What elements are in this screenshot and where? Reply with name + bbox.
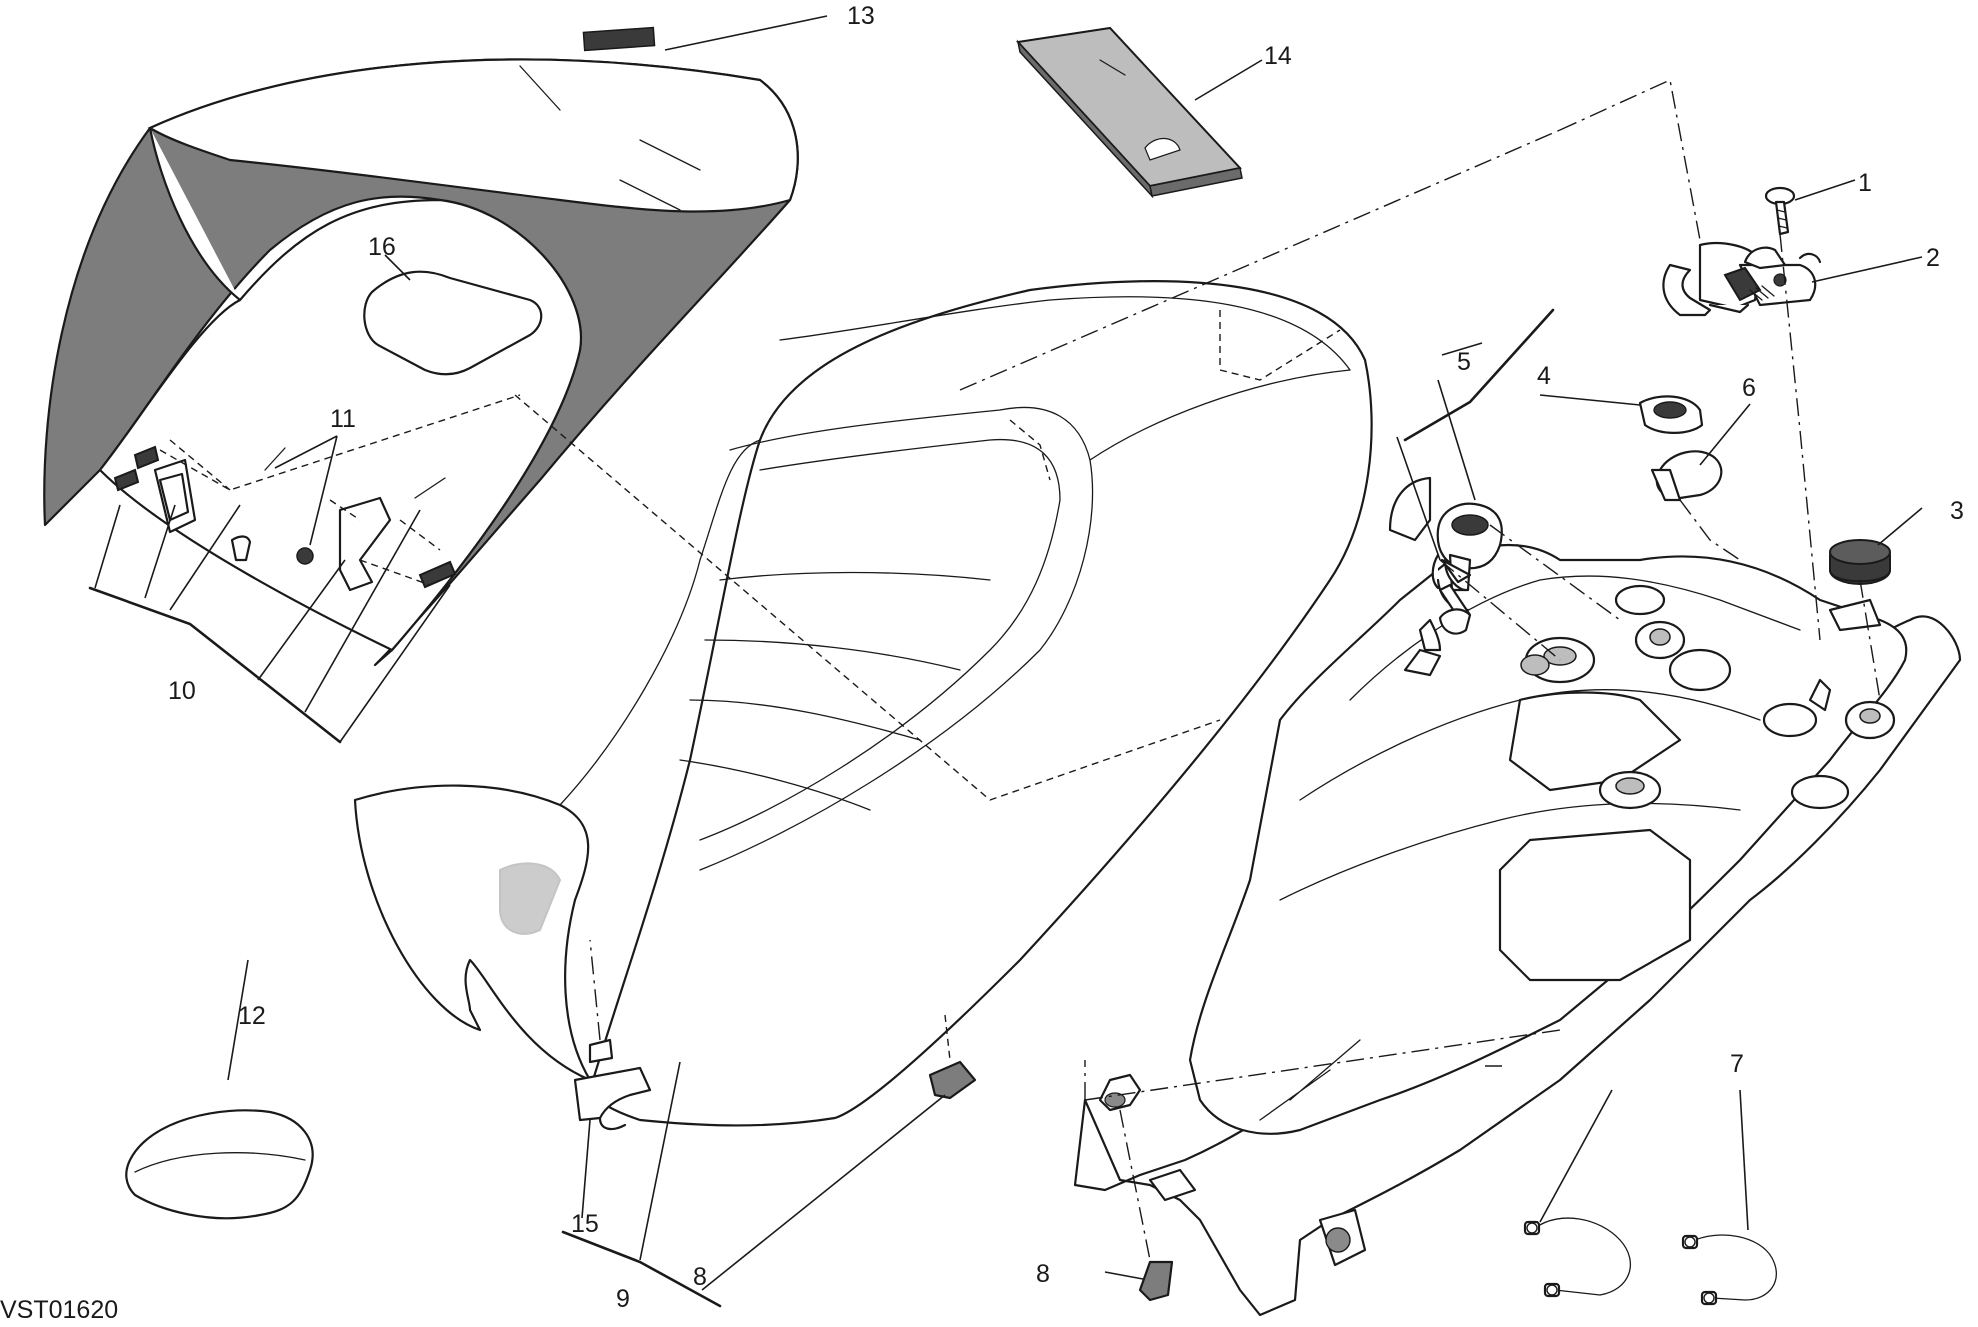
callout-12: 12	[238, 1002, 266, 1030]
drawing-code: VST01620	[0, 1296, 118, 1322]
callout-14: 14	[1264, 42, 1292, 70]
clip-15	[573, 1038, 652, 1131]
leader-lines	[88, 15, 1923, 1308]
rider-seat-9	[353, 280, 1373, 1127]
callout-3: 3	[1950, 497, 1964, 525]
callout-13: 13	[847, 2, 875, 30]
callout-15: 15	[571, 1210, 599, 1238]
callout-2: 2	[1926, 244, 1940, 272]
callout-6: 6	[1742, 374, 1756, 402]
owners-manual-14	[1015, 26, 1243, 199]
assembly-lines	[159, 78, 1881, 1261]
callout-8-upper: 8	[693, 1263, 707, 1291]
callout-5: 5	[1457, 348, 1471, 376]
callout-11: 11	[330, 405, 356, 433]
grommet-3	[1829, 539, 1891, 585]
callout-9: 9	[616, 1285, 630, 1313]
callout-1: 1	[1858, 169, 1872, 197]
seat-cover-13	[43, 26, 799, 667]
callout-4: 4	[1537, 362, 1551, 390]
pad-12	[125, 1109, 314, 1220]
bolt-1	[1764, 186, 1796, 236]
latch-2	[1662, 242, 1822, 317]
rubber-pad-8-upper	[928, 1060, 977, 1100]
callout-7: 7	[1730, 1050, 1744, 1078]
rubber-pad-8-lower	[1138, 1260, 1174, 1302]
callout-8-lower: 8	[1036, 1260, 1050, 1288]
callout-16: 16	[368, 233, 396, 261]
rear-subframe	[1073, 544, 1962, 1317]
lock-parts-4-5-6	[1388, 395, 1723, 652]
cables-7	[1523, 1217, 1777, 1306]
pad-16	[363, 270, 543, 376]
callout-10: 10	[168, 677, 196, 705]
seat-fittings-10-11	[113, 439, 457, 592]
